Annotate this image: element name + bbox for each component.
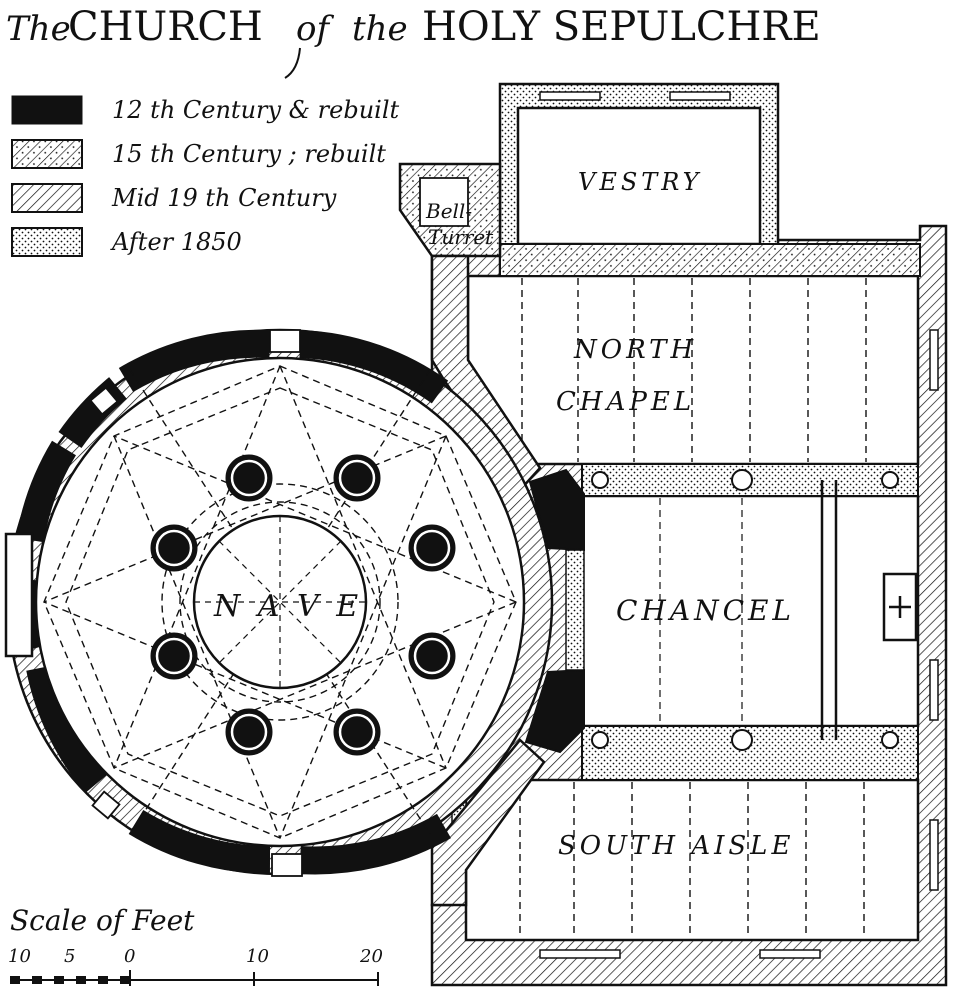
title-church: CHURCH — [68, 4, 263, 50]
title-of: of — [296, 9, 334, 49]
scale-tick-10-left: 10 — [8, 946, 31, 967]
legend-swatch-15th — [11, 139, 83, 169]
nave-columns — [150, 454, 456, 756]
legend-label-15th: 15 th Century ; rebuilt — [112, 140, 386, 168]
label-bell-turret-2: Turret — [428, 225, 494, 249]
label-south-aisle: SOUTH AISLE — [558, 831, 794, 861]
column-rings — [155, 459, 451, 751]
north-chapel-bays — [521, 278, 867, 462]
south-aisle-floor — [464, 778, 920, 942]
legend-label-after1850: After 1850 — [110, 228, 242, 256]
title-flourish — [284, 47, 301, 79]
label-nave: N A V E — [213, 589, 362, 624]
legend-label-12th: 12 th Century & rebuilt — [112, 96, 400, 124]
legend-swatch-12th — [11, 95, 83, 125]
scale-tick-10: 10 — [246, 946, 269, 967]
chancel-arch-screen — [565, 549, 585, 671]
chancel-bays — [659, 498, 743, 724]
north-link-wall — [430, 254, 542, 493]
scale-tick-5: 5 — [64, 946, 75, 967]
label-vestry: VESTRY — [578, 168, 702, 196]
label-chancel: CHANCEL — [616, 594, 795, 627]
north-chapel-floor — [466, 274, 920, 466]
legend-label-mid19th: Mid 19 th Century — [111, 184, 337, 212]
drum-ribs — [194, 516, 366, 688]
nave-norman-wall — [13, 329, 451, 875]
scale-tick-20: 20 — [359, 946, 383, 967]
west-doorway — [4, 532, 34, 658]
title-holy-sepulchre: HOLY SEPULCHRE — [422, 4, 821, 50]
label-north-chapel-2: CHAPEL — [556, 387, 695, 417]
vestry-floor — [516, 106, 762, 246]
title: The CHURCH of the HOLY SEPULCHRE — [6, 4, 821, 79]
vault-ribs — [43, 365, 517, 839]
label-bell-turret-1: Bell- — [425, 199, 472, 223]
round-nave — [4, 328, 554, 877]
scale-title: Scale of Feet — [10, 904, 195, 937]
scale-bar: Scale of Feet 10 5 0 10 20 — [8, 904, 383, 986]
scale-ticks — [129, 970, 379, 986]
altar-cross-icon — [889, 596, 911, 618]
scale-tick-0: 0 — [124, 946, 135, 967]
legend: 12 th Century & rebuilt 15 th Century ; … — [11, 95, 400, 257]
vestry-north-wall — [499, 243, 921, 277]
arcade-piers — [591, 469, 899, 751]
legend-swatch-mid19th — [11, 183, 83, 213]
vestry-window-2 — [669, 91, 731, 101]
south-aisle-bays — [519, 782, 865, 938]
vestry — [498, 82, 921, 277]
title-the: the — [352, 9, 408, 49]
east-range — [430, 224, 948, 987]
legend-swatch-after1850 — [11, 227, 83, 257]
nave-windows — [89, 329, 303, 877]
vestry-window-1 — [539, 91, 601, 101]
title-article: The — [6, 9, 71, 49]
bell-turret-stair — [419, 177, 469, 227]
label-north-chapel-1: NORTH — [573, 335, 697, 365]
scale-blocks — [10, 976, 130, 984]
